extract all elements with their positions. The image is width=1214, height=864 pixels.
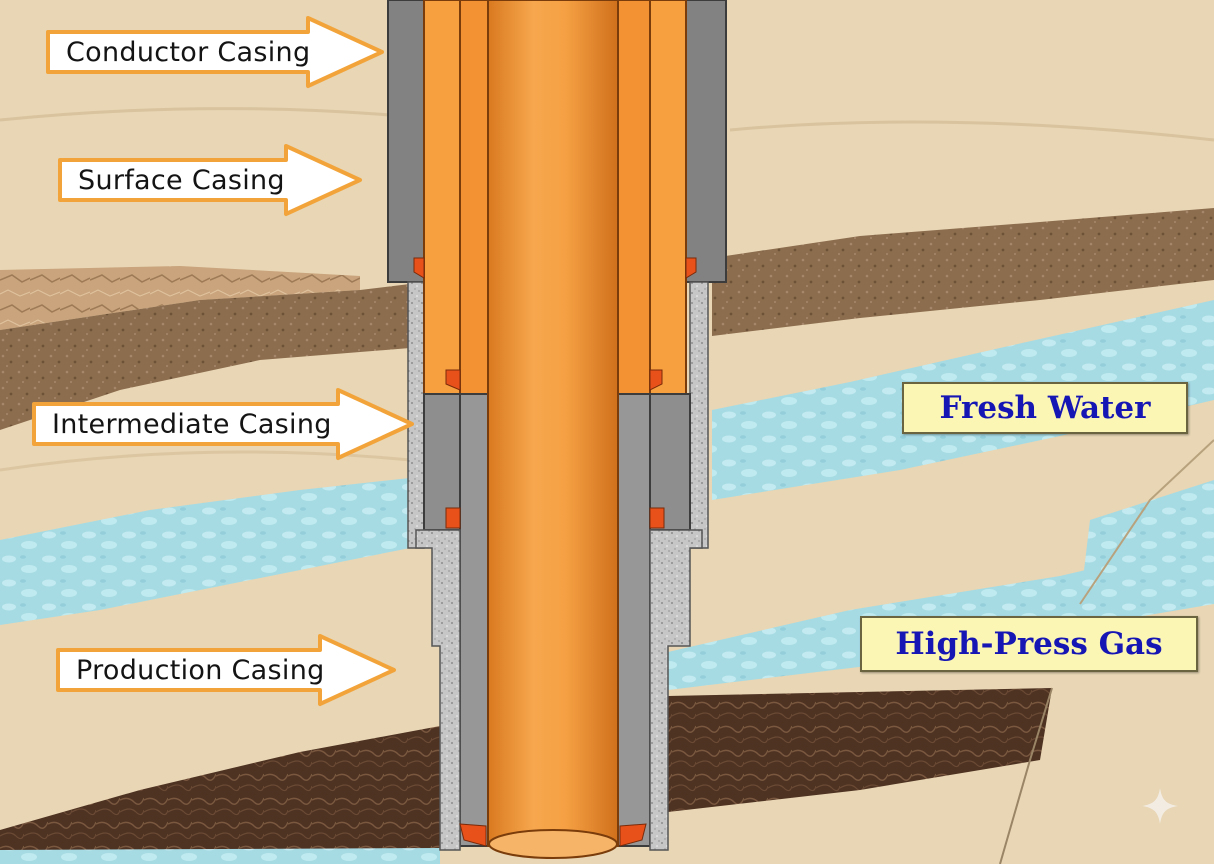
shale-layer-right [712, 208, 1214, 336]
surface-casing-text: Surface Casing [78, 164, 285, 196]
shale-layer-left [0, 284, 410, 430]
arrow-right-icon [32, 388, 414, 460]
dark-shale-layer-right [668, 688, 1052, 812]
tubing-end [488, 829, 618, 859]
high-press-gas-label: High-Press Gas [860, 616, 1198, 672]
conductor-casing-right [685, 0, 727, 283]
production-casing-text: Production Casing [76, 654, 325, 686]
casing-shoe [445, 507, 461, 529]
rock-layer-left [0, 266, 360, 330]
casing-shoe [649, 369, 663, 391]
fresh-water-label: Fresh Water [902, 382, 1188, 434]
casing-shoe [649, 507, 665, 529]
arrow-right-icon [56, 634, 396, 706]
fault-line-upper [1079, 439, 1214, 605]
fault-line [999, 687, 1053, 864]
production-casing-lower-right [617, 393, 651, 847]
intermediate-casing-lower-right [649, 393, 691, 531]
conductor-casing-text: Conductor Casing [66, 36, 311, 68]
fresh-water-layer-left [0, 478, 410, 625]
casing-shoe [619, 823, 647, 847]
casing-shoe [459, 823, 487, 847]
cement-production-right [649, 529, 703, 851]
production-casing-lower-left [459, 393, 489, 847]
sparkle-icon [1142, 788, 1178, 824]
casing-shoe [685, 257, 697, 279]
production-tubing [487, 0, 619, 847]
intermediate-casing-right [617, 0, 651, 395]
conductor-casing-left [387, 0, 425, 283]
bottom-water [0, 848, 440, 864]
surface-casing-left [423, 0, 461, 395]
gas-layer-right [668, 540, 1214, 690]
intermediate-casing-left [459, 0, 489, 395]
conductor-casing-label: Conductor Casing [46, 16, 386, 88]
cement-production-left [415, 529, 461, 851]
casing-shoe [413, 257, 425, 279]
dark-shale-layer-left [0, 726, 440, 864]
gas-layer-fracture [1080, 480, 1214, 604]
arrow-right-icon [58, 144, 362, 216]
surface-casing-right [649, 0, 687, 395]
arrow-right-icon [46, 16, 384, 88]
production-casing-label: Production Casing [56, 634, 398, 706]
surface-casing-label: Surface Casing [58, 144, 364, 216]
cement-surface-right [689, 281, 709, 549]
intermediate-casing-label: Intermediate Casing [32, 388, 416, 460]
casing-shoe [445, 369, 461, 391]
intermediate-casing-text: Intermediate Casing [52, 408, 332, 440]
